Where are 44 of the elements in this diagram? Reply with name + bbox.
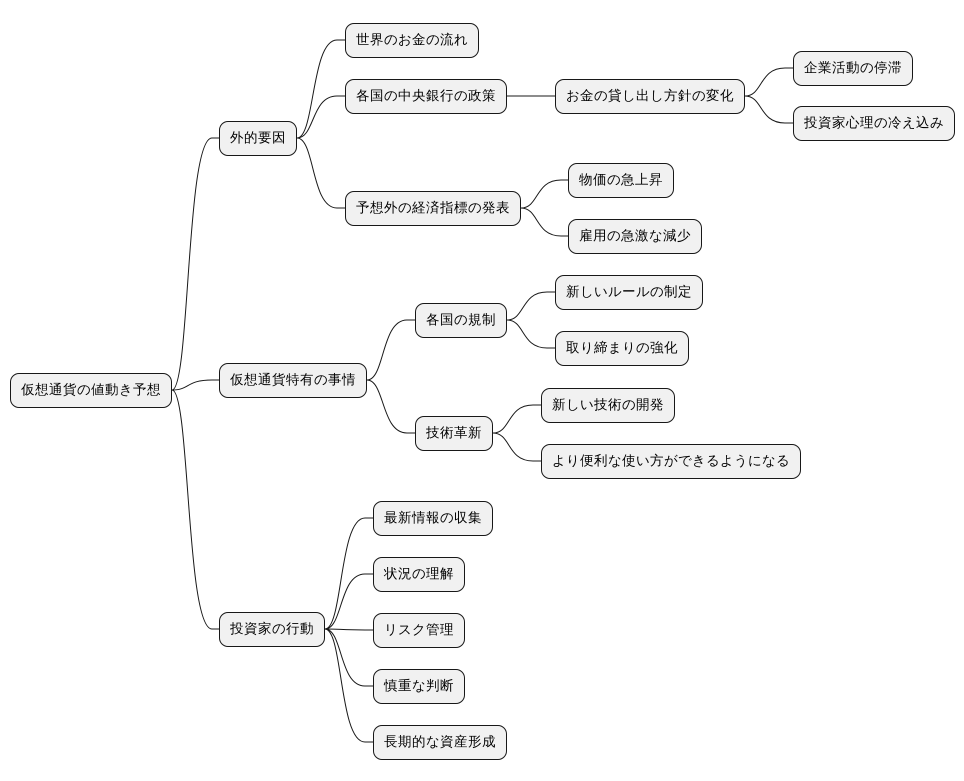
connector-line bbox=[366, 320, 416, 380]
connector-line bbox=[296, 40, 346, 138]
connector-line bbox=[296, 96, 346, 138]
topic-box: 慎重な判断 bbox=[373, 668, 465, 704]
topic-box: 各国の規制 bbox=[415, 302, 507, 338]
connector-line bbox=[324, 518, 374, 630]
connector-line bbox=[492, 404, 542, 434]
topic-box: 各国の中央銀行の政策 bbox=[345, 78, 507, 114]
connector-line bbox=[172, 380, 220, 390]
topic-box: お金の貸し出し方針の変化 bbox=[555, 78, 745, 114]
topic-box: 物価の急上昇 bbox=[568, 162, 674, 198]
topic-box: 雇用の急激な減少 bbox=[568, 218, 702, 254]
connector-line bbox=[324, 574, 374, 630]
topic-box: 世界のお金の流れ bbox=[345, 22, 479, 58]
connector-line bbox=[324, 628, 374, 686]
topic-box: 仮想通貨の値動き予想 bbox=[10, 372, 172, 408]
topic-box: 新しいルールの制定 bbox=[555, 274, 703, 310]
topic-box: 投資家心理の冷え込み bbox=[793, 106, 955, 140]
topic-box: 取り締まりの強化 bbox=[555, 330, 689, 366]
topic-box: 企業活動の停滞 bbox=[793, 50, 913, 86]
connector-line bbox=[744, 68, 794, 96]
connector-line bbox=[744, 96, 794, 124]
connector-line bbox=[506, 292, 556, 320]
connector-line bbox=[172, 138, 220, 390]
topic-box: 投資家の行動 bbox=[219, 612, 325, 646]
connector-line bbox=[172, 390, 220, 630]
topic-box: 技術革新 bbox=[415, 416, 493, 450]
topic-box: 最新情報の収集 bbox=[373, 500, 493, 536]
topic-box: 状況の理解 bbox=[373, 556, 465, 592]
connector-line bbox=[324, 628, 374, 742]
topic-box: 予想外の経済指標の発表 bbox=[345, 190, 521, 226]
connector-line bbox=[492, 432, 542, 462]
topic-box: 長期的な資産形成 bbox=[373, 724, 507, 760]
topic-box: より便利な使い方ができるようになる bbox=[541, 444, 801, 478]
topic-box: 外的要因 bbox=[219, 120, 297, 156]
connector-line bbox=[506, 320, 556, 348]
connector-line bbox=[520, 208, 568, 236]
topic-box: リスク管理 bbox=[373, 612, 465, 648]
connector-line bbox=[520, 180, 568, 208]
topic-box: 新しい技術の開発 bbox=[541, 388, 675, 422]
connector-line bbox=[366, 380, 416, 434]
topic-box: 仮想通貨特有の事情 bbox=[219, 362, 367, 398]
connector-line bbox=[296, 138, 346, 208]
connector-line bbox=[324, 628, 374, 630]
